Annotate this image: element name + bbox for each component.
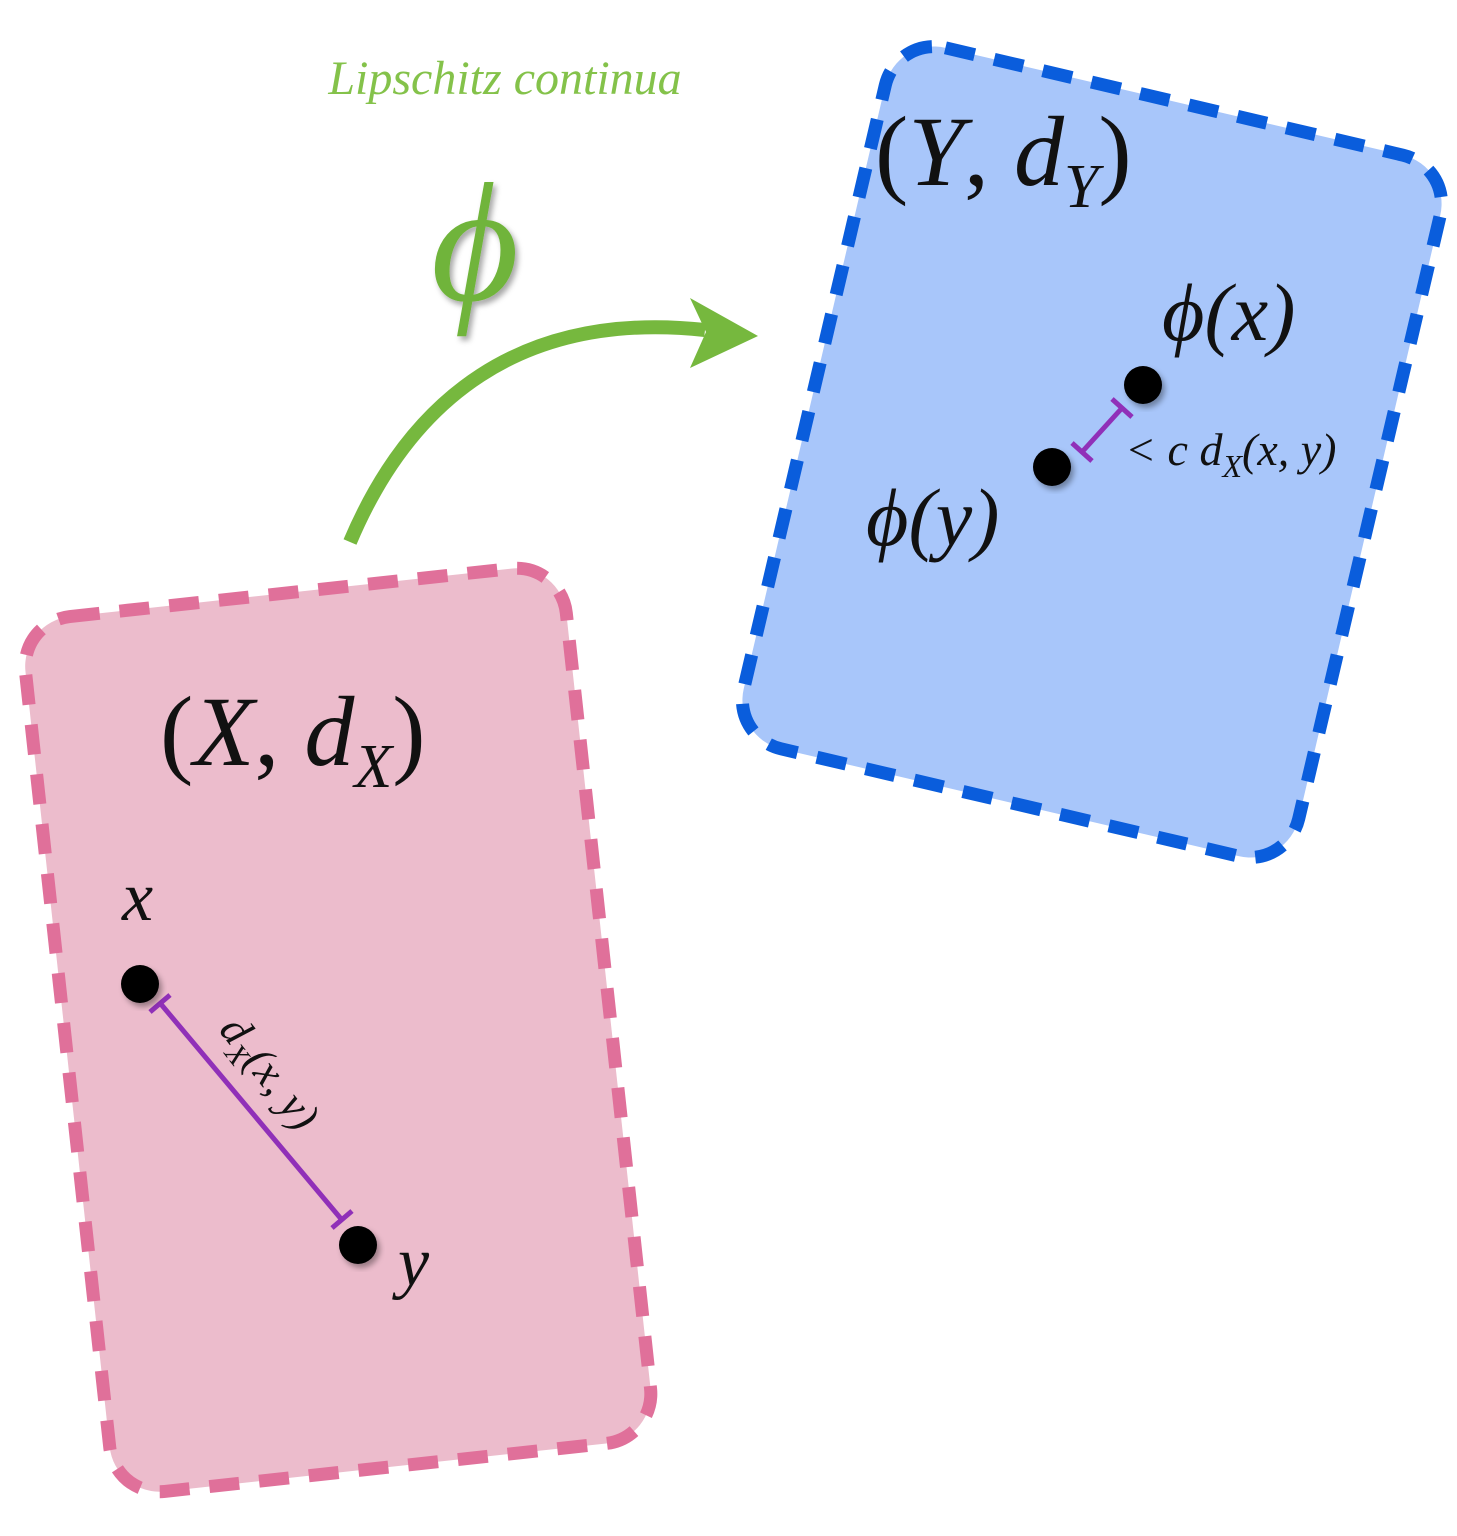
distance-segment-codomain: [1070, 397, 1134, 463]
point-x: [121, 965, 159, 1003]
arrowhead-icon: [690, 298, 758, 368]
point-x-label: x: [121, 859, 153, 936]
point-phi-x-label: ϕ(x): [1162, 267, 1295, 358]
codomain-space-box: [735, 40, 1449, 864]
map-arrow: [343, 298, 758, 545]
domain-space-label: (X, dX): [160, 676, 426, 801]
point-phi-y-label: ϕ(y): [866, 472, 999, 563]
point-y-label: y: [392, 1224, 430, 1301]
codomain-space-label: (Y, dY): [875, 96, 1132, 221]
point-phi-x: [1124, 366, 1162, 404]
distance-segment-domain: [148, 993, 354, 1230]
map-symbol: ϕ: [431, 149, 519, 337]
diagram-title: Lipschitz continua: [327, 52, 681, 105]
domain-space-box: [18, 561, 658, 1499]
bound-label: < c dX(x, y): [1125, 424, 1337, 484]
point-y: [339, 1226, 377, 1264]
point-phi-y: [1033, 448, 1071, 486]
